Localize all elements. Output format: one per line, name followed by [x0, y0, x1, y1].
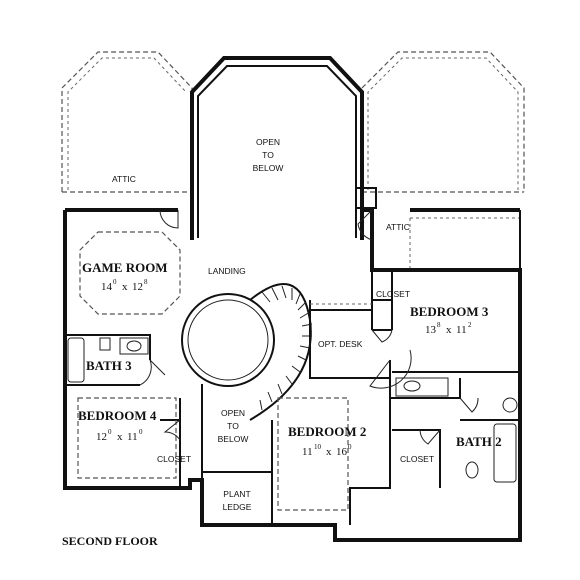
toilet-bath3: [99, 337, 111, 351]
svg-text:8: 8: [144, 278, 148, 286]
tub-bath2: [493, 423, 517, 483]
open-below-top-2: TO: [262, 150, 274, 160]
svg-text:11: 11: [456, 324, 467, 336]
svg-text:12: 12: [132, 281, 143, 293]
bath3-name: BATH 3: [86, 358, 132, 373]
attic-left-label: ATTIC: [112, 174, 136, 184]
bedroom4-ceiling-outline: [77, 397, 177, 479]
wall-bath3: [65, 334, 151, 360]
svg-text:0: 0: [113, 278, 117, 286]
floor-title: SECOND FLOOR: [62, 534, 158, 548]
bedroom4-name: BEDROOM 4: [78, 408, 157, 423]
opt-desk-label: OPT. DESK: [318, 339, 363, 349]
plant-ledge-2: LEDGE: [223, 502, 252, 512]
svg-text:13: 13: [425, 324, 437, 336]
svg-text:16: 16: [336, 446, 348, 458]
open-below-top-3: BELOW: [253, 163, 284, 173]
bedroom2-dims: 11 10 x 16 0: [302, 443, 352, 458]
svg-text:0: 0: [108, 428, 112, 436]
open-below-mid-3: BELOW: [218, 434, 249, 444]
vanity-bath2: [395, 377, 449, 397]
wall-bedroom3: [371, 270, 520, 373]
bedroom2-name: BEDROOM 2: [288, 424, 366, 439]
svg-text:x: x: [117, 431, 123, 443]
attic-right-label: ATTIC: [386, 222, 410, 232]
outer-wall: [63, 208, 522, 542]
bath2-name: BATH 2: [456, 434, 502, 449]
svg-text:0: 0: [139, 428, 143, 436]
attic-bay-left: [61, 51, 193, 193]
open-below-mid-2: TO: [227, 421, 239, 431]
open-below-mid-walls: [201, 384, 273, 525]
bedroom3-name: BEDROOM 3: [410, 304, 489, 319]
svg-text:11: 11: [127, 431, 138, 443]
svg-text:8: 8: [437, 321, 441, 329]
bedroom4-dims: 12 0 x 11 0: [96, 428, 143, 443]
sink-bath3: [126, 340, 142, 352]
game-room-name: GAME ROOM: [82, 260, 168, 275]
sink-bath2: [403, 380, 421, 392]
landing-label: LANDING: [208, 266, 246, 276]
bay-wall-open-to-below: [190, 56, 364, 240]
bay-wall-inner: [197, 65, 357, 238]
plant-ledge-1: PLANT: [223, 489, 250, 499]
door-swings: [139, 209, 479, 445]
toilet-bath2: [465, 461, 479, 479]
vanity-bath3: [119, 337, 149, 355]
svg-text:14: 14: [101, 281, 113, 293]
svg-text:12: 12: [96, 431, 107, 443]
closet-b2-label: CLOSET: [400, 454, 434, 464]
closet-b3-label: CLOSET: [376, 289, 410, 299]
washer-icon: [502, 397, 518, 413]
svg-text:2: 2: [468, 321, 472, 329]
attic-bay-right: [361, 51, 525, 193]
chimney-box: [355, 187, 377, 209]
svg-text:11: 11: [302, 446, 313, 458]
bedroom3-dims: 13 8 x 11 2: [425, 321, 472, 336]
svg-text:x: x: [446, 324, 452, 336]
open-below-top-1: OPEN: [256, 137, 280, 147]
tub-bath3: [67, 337, 85, 383]
game-room-dims: 14 0 x 12 8: [101, 278, 148, 293]
svg-text:x: x: [122, 281, 128, 293]
bedroom2-ceiling-outline: [277, 397, 349, 511]
game-room-ceiling-outline: [79, 231, 181, 315]
svg-text:x: x: [326, 446, 332, 458]
open-below-mid-1: OPEN: [221, 408, 245, 418]
svg-text:10: 10: [314, 443, 322, 451]
closet-b4-label: CLOSET: [157, 454, 191, 464]
svg-text:0: 0: [348, 443, 352, 451]
